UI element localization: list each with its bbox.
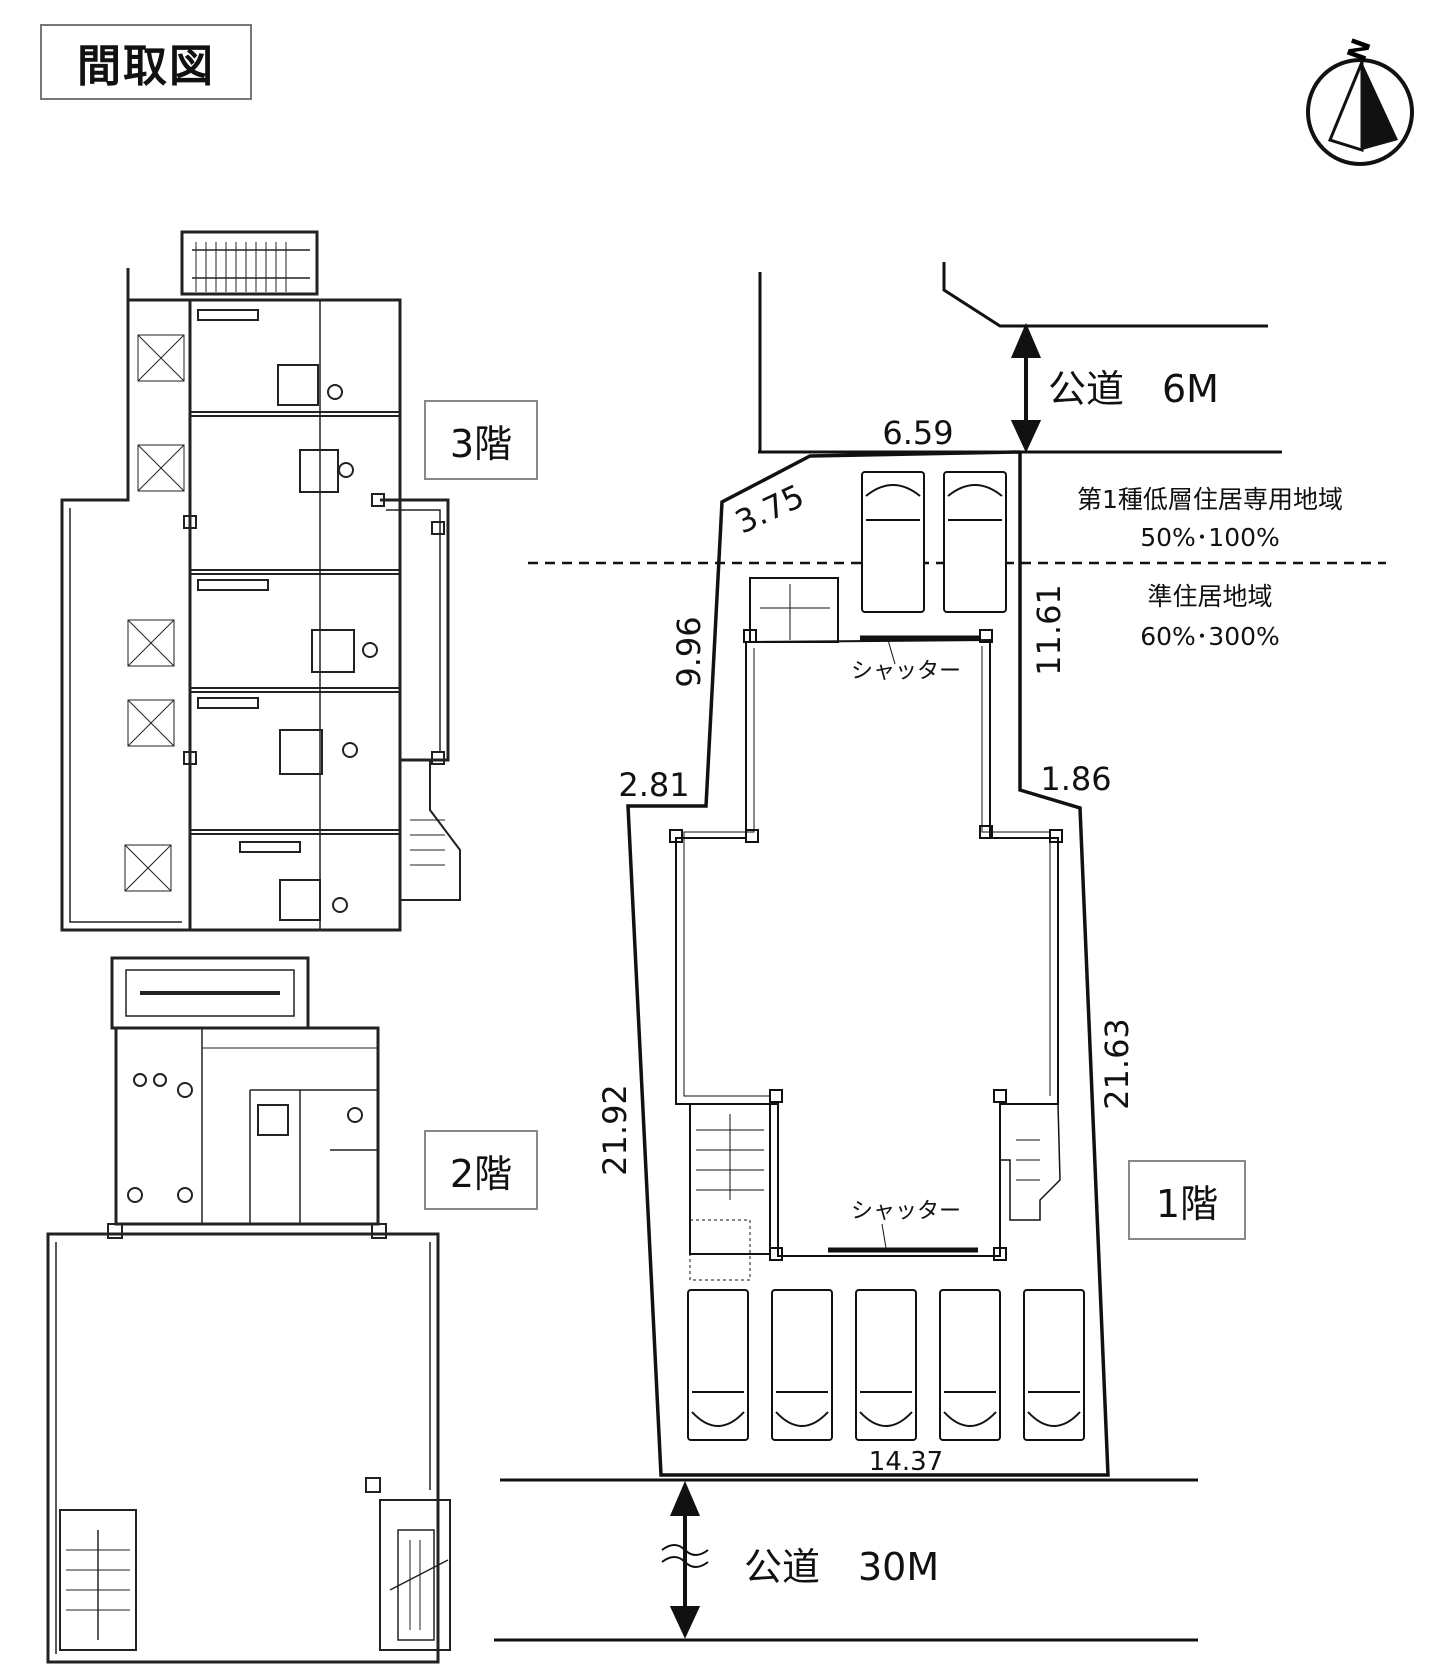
page-title: 間取図 (40, 24, 252, 100)
shutter-bottom-label: シャッター (851, 1199, 961, 1224)
floor-3-label: 3階 (424, 400, 538, 480)
floor-1-label: 1階 (1128, 1160, 1246, 1240)
dimension-right-lower: 21.63 (1098, 1018, 1136, 1110)
floor-2-label: 2階 (424, 1130, 538, 1210)
dimension-left-lower: 21.92 (596, 1084, 634, 1176)
south-zone-ratio: 60%･300% (1140, 622, 1280, 651)
floor-3-plan (60, 230, 461, 932)
car-icon (1023, 1289, 1085, 1441)
dimension-left-upper: 9.96 (670, 616, 708, 687)
car-icon (687, 1289, 749, 1441)
dimension-left-step: 2.81 (618, 766, 689, 804)
dimension-right-upper: 11.61 (1030, 584, 1068, 676)
south-road-label: 公道 30M (744, 1545, 939, 1589)
shutter-top-label: シャッター (851, 659, 961, 684)
south-zone-name: 準住居地域 (1147, 582, 1272, 611)
car-icon (855, 1289, 917, 1441)
parking-cars (687, 471, 1085, 1441)
car-icon (771, 1289, 833, 1441)
compass-icon: N (1306, 35, 1414, 166)
dimension-diagonal: 3.75 (729, 477, 810, 542)
floor-1-site-plan (494, 262, 1386, 1642)
north-zone-ratio: 50%･100% (1140, 523, 1280, 552)
car-icon (939, 1289, 1001, 1441)
dimension-bottom: 14.37 (869, 1447, 943, 1477)
floor-2-plan (46, 956, 451, 1664)
north-zone-name: 第1種低層住居専用地域 (1077, 485, 1343, 514)
dimension-right-step: 1.86 (1040, 760, 1111, 798)
dimension-top: 6.59 (882, 414, 953, 452)
road-width-arrows (661, 322, 1042, 1639)
north-road-label: 公道 6M (1048, 367, 1219, 411)
car-icon (861, 471, 925, 613)
car-icon (943, 471, 1007, 613)
